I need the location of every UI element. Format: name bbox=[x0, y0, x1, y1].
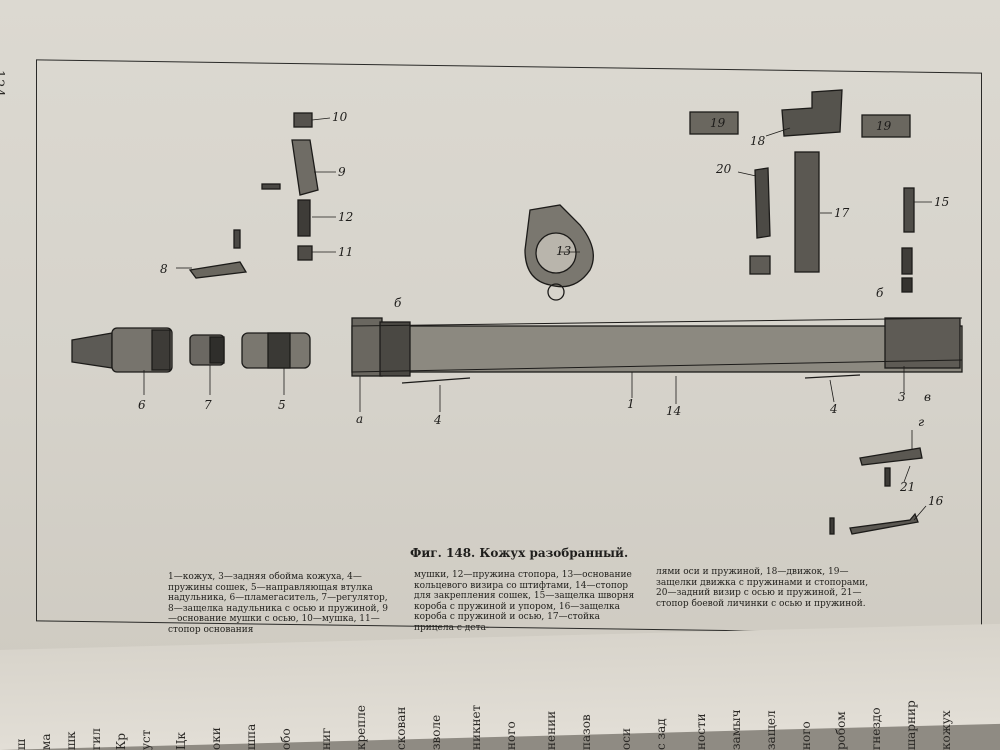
label-19-right: 19 bbox=[876, 119, 892, 133]
label-7: 7 bbox=[204, 398, 212, 412]
lower-text-1: кожух bbox=[940, 710, 953, 750]
label-8: 8 bbox=[160, 262, 168, 276]
lower-text-27: ма bbox=[40, 733, 53, 750]
lower-text-20: шпа bbox=[245, 723, 258, 750]
lower-text-8: ности bbox=[695, 713, 708, 750]
label-18: 18 bbox=[750, 134, 766, 148]
lower-text-10: оси bbox=[620, 728, 633, 750]
caption-column-3: лями оси и пружиной, 18—движок, 19—защел… bbox=[656, 567, 869, 609]
lower-text-24: Кр bbox=[115, 733, 128, 750]
lower-text-19: обо bbox=[280, 728, 293, 750]
lower-text-23: уст bbox=[140, 729, 153, 750]
lower-text-4: робом bbox=[835, 711, 848, 750]
lower-text-16: скован bbox=[395, 706, 408, 750]
flash-hider-part bbox=[71, 327, 173, 373]
barrel-jacket-part bbox=[351, 317, 963, 377]
label-19-left: 19 bbox=[710, 116, 726, 130]
label-g: г bbox=[918, 415, 925, 429]
lower-text-14: никнет bbox=[470, 704, 483, 750]
lower-text-12: нении bbox=[545, 710, 558, 750]
lower-text-28: ш bbox=[15, 738, 28, 750]
lower-text-17: крепле bbox=[355, 704, 368, 750]
lower-text-25: гил bbox=[90, 728, 103, 750]
label-3: 3 bbox=[898, 390, 906, 404]
label-4-right: 4 bbox=[830, 402, 838, 416]
lower-text-11: пазов bbox=[580, 714, 593, 750]
label-20: 20 bbox=[716, 162, 732, 176]
lower-text-6: защел bbox=[765, 710, 778, 750]
regulator-part bbox=[189, 334, 225, 366]
lower-text-9: с зад bbox=[655, 718, 668, 750]
lower-text-15: зволе bbox=[430, 714, 443, 750]
lower-text-3: гнездо bbox=[870, 707, 883, 750]
label-21: 21 bbox=[900, 480, 916, 494]
figure-title: Фиг. 148. Кожух разобранный. bbox=[410, 546, 629, 560]
label-17: 17 bbox=[834, 206, 850, 220]
caption-column-1: 1—кожух, 3—задняя обойма кожуха, 4—пружи… bbox=[168, 572, 388, 635]
label-12: 12 bbox=[338, 210, 354, 224]
label-b-left: б bbox=[394, 296, 402, 310]
label-6: 6 bbox=[138, 398, 146, 412]
label-15: 15 bbox=[934, 195, 950, 209]
label-5: 5 bbox=[278, 398, 286, 412]
guide-sleeve-part bbox=[241, 332, 311, 369]
label-1: 1 bbox=[627, 397, 635, 411]
caption-column-2: мушки, 12—пружина стопора, 13—основание … bbox=[414, 570, 635, 633]
label-a: а bbox=[356, 412, 364, 426]
label-b-right: б bbox=[876, 286, 884, 300]
label-9: 9 bbox=[338, 165, 346, 179]
label-4-left: 4 bbox=[434, 413, 442, 427]
lower-text-2: шарнир bbox=[905, 700, 918, 750]
label-13: 13 bbox=[556, 244, 572, 258]
lower-text-13: ного bbox=[505, 721, 518, 750]
ring-sight-base-part bbox=[524, 204, 594, 301]
lower-text-21: оки bbox=[210, 727, 223, 750]
lower-text-5: ного bbox=[800, 721, 813, 750]
label-16: 16 bbox=[928, 494, 944, 508]
label-v: в bbox=[924, 390, 931, 404]
exploded-drawing bbox=[71, 89, 963, 535]
lower-text-22: Цк bbox=[175, 732, 188, 750]
label-11: 11 bbox=[338, 245, 354, 259]
lower-text-18: ниг bbox=[320, 727, 333, 750]
lower-text-26: шк bbox=[65, 731, 78, 750]
lower-text-7: замыч bbox=[730, 709, 743, 750]
label-14: 14 bbox=[666, 404, 682, 418]
label-10: 10 bbox=[332, 110, 348, 124]
